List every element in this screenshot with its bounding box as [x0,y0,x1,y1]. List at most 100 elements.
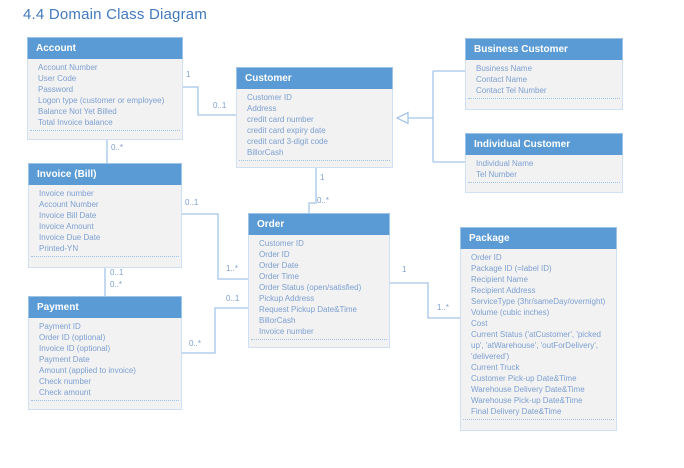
attribute-row: Cost [471,319,488,328]
attribute-row: credit card number [247,115,314,124]
attribute-row: Password [38,85,74,94]
attribute-row: Order ID [471,253,502,262]
class-title-individual-customer: Individual Customer [465,133,623,155]
page-title: 4.4 Domain Class Diagram [23,6,208,23]
attribute-row: Tel Number [476,170,517,179]
class-title-package: Package [460,227,617,249]
attribute-row: Customer ID [259,239,304,248]
attribute-row: BillorCash [259,316,296,325]
attribute-row: credit card 3-digit code [247,137,328,146]
attribute-row: Individual Name [476,159,534,168]
attribute-row: Invoice Bill Date [39,211,97,220]
compartment-separator [463,419,614,420]
compartment-separator [30,130,180,131]
attribute-row: Account Number [39,200,99,209]
multiplicity-label: 0..1 [226,294,240,303]
compartment-separator [468,98,620,99]
attribute-row: Check amount [39,388,91,397]
connector-generalization [408,70,465,163]
attribute-row: Current Status ('atCustomer', 'picked up… [471,330,601,361]
class-box-package: Package Order ID Package ID (=label ID) Re… [460,227,617,431]
multiplicity-label: 1 [320,173,325,182]
attribute-row: Payment ID [39,322,81,331]
attribute-row: credit card expiry date [247,126,326,135]
attribute-row: Warehouse Pick-up Date&Time [471,396,583,405]
multiplicity-label: 1 [186,70,191,79]
attribute-row: Warehouse Delivery Date&Time [471,385,585,394]
attribute-row: Payment Date [39,355,90,364]
attribute-row: Logon type (customer or employee) [38,96,165,105]
attribute-list: Payment ID Order ID (optional) Invoice ID … [29,318,181,398]
compartment-separator [468,182,620,183]
attribute-row: Final Delivery Date&Time [471,407,562,416]
compartment-separator [239,160,390,161]
multiplicity-label: 1..* [437,303,450,312]
multiplicity-label: 0..* [317,196,330,205]
connector-invoice-order [182,213,248,280]
attribute-row: Account Number [38,63,98,72]
attribute-row: Order Time [259,272,300,281]
attribute-row: Package ID (=label ID) [471,264,552,273]
attribute-row: Customer Pick-up Date&Time [471,374,577,383]
attribute-row: Invoice number [259,327,314,336]
attribute-row: Contact Tel Number [476,86,547,95]
attribute-row: BillorCash [247,148,284,157]
multiplicity-label: 0..1 [185,198,199,207]
attribute-row: Invoice Due Date [39,233,101,242]
multiplicity-label: 1 [402,265,407,274]
class-title-invoice: Invoice (Bill) [28,163,182,185]
attribute-row: Business Name [476,64,533,73]
attribute-row: Volume (cubic inches) [471,308,550,317]
attribute-row: Current Truck [471,363,520,372]
attribute-row: Order Date [259,261,299,270]
attribute-row: Pickup Address [259,294,315,303]
attribute-row: Printed-YN [39,244,79,253]
attribute-row: Recipient Name [471,275,528,284]
multiplicity-label: 0..1 [213,101,227,110]
multiplicity-label: 0..* [189,339,202,348]
attribute-list: Order ID Package ID (=label ID) Recipient … [461,249,616,417]
attribute-row: Customer ID [247,93,292,102]
connector-customer-order [308,168,317,213]
compartment-separator [31,256,179,257]
attribute-row: Invoice ID (optional) [39,344,111,353]
multiplicity-label: 0..* [110,280,123,289]
multiplicity-label: 0..1 [110,268,124,277]
class-title-customer: Customer [236,67,393,89]
class-box-payment: Payment Payment ID Order ID (optional) Inv… [28,296,182,410]
connector-account-customer [183,86,236,116]
attribute-row: Recipient Address [471,286,536,295]
generalization-arrow-icon [395,111,409,125]
class-title-payment: Payment [28,296,182,318]
class-title-order: Order [248,213,390,235]
attribute-row: ServiceType (3hr/sameDay/overnight) [471,297,606,306]
attribute-row: Check number [39,377,92,386]
attribute-row: Invoice Amount [39,222,94,231]
attribute-row: Amount (applied to invoice) [39,366,136,375]
attribute-row: Total Invoice balance [38,118,113,127]
multiplicity-label: 1..* [226,264,239,273]
compartment-separator [251,339,387,340]
attribute-row: Request Pickup Date&Time [259,305,357,314]
compartment-separator [31,400,179,401]
attribute-row: User Code [38,74,77,83]
attribute-row: Balance Not Yet Billed [38,107,117,116]
attribute-row: Order Status (open/satisfied) [259,283,362,292]
attribute-row: Address [247,104,277,113]
multiplicity-label: 0..* [111,143,124,152]
class-title-account: Account [27,37,183,59]
attribute-row: Order ID (optional) [39,333,106,342]
class-title-business-customer: Business Customer [465,38,623,60]
attribute-row: Order ID [259,250,290,259]
